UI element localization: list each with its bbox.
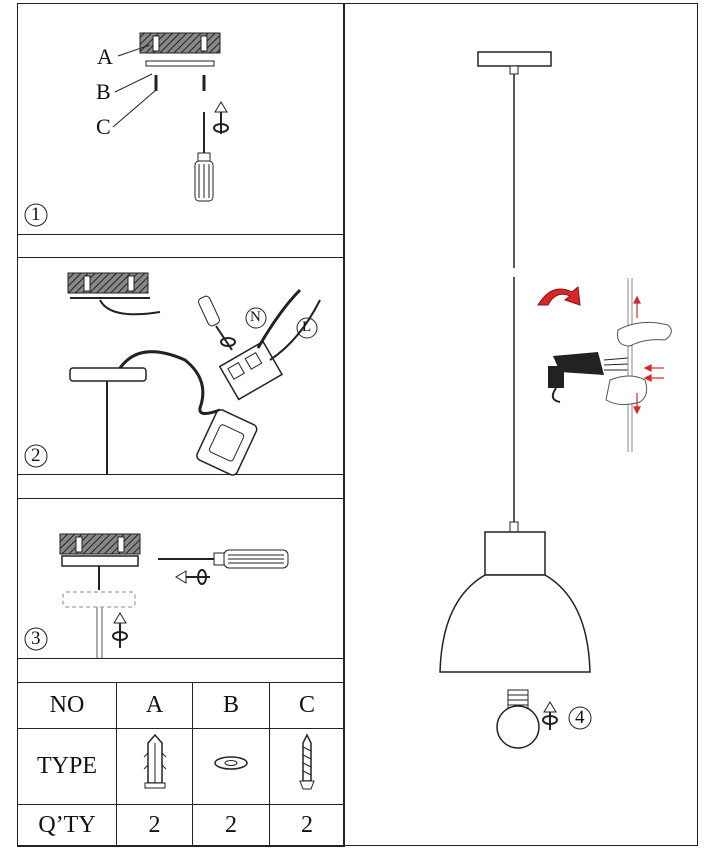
step-3-number: 3 xyxy=(31,628,41,649)
column-a: A xyxy=(116,682,193,729)
wire-l-label: L xyxy=(302,319,312,335)
screw-icon xyxy=(269,728,345,805)
step-1-panel xyxy=(17,3,345,235)
wire-n-label: N xyxy=(250,309,261,325)
column-b: B xyxy=(192,682,270,729)
step-2-panel xyxy=(17,257,345,475)
column-c: C xyxy=(269,682,345,729)
anchor-plug-icon xyxy=(116,728,193,805)
panel-divider xyxy=(343,3,345,846)
step-1-number: 1 xyxy=(31,204,41,225)
qty-label: Q’TY xyxy=(17,804,117,847)
table-row: TYPE xyxy=(17,728,345,805)
step-2-number: 2 xyxy=(31,445,41,466)
header-no: NO xyxy=(17,682,117,729)
qty-b: 2 xyxy=(192,804,270,847)
washer-icon xyxy=(192,728,270,805)
qty-c: 2 xyxy=(269,804,345,847)
parts-table: NO A B C TYPE xyxy=(17,682,345,847)
label-c: C xyxy=(96,114,111,139)
step-3-panel xyxy=(17,498,345,659)
step-4-number: 4 xyxy=(575,707,585,728)
qty-a: 2 xyxy=(116,804,193,847)
table-row: NO A B C xyxy=(17,682,345,729)
type-label: TYPE xyxy=(17,728,117,805)
label-a: A xyxy=(97,44,113,69)
table-row: Q’TY 2 2 2 xyxy=(17,804,345,847)
outer-frame xyxy=(17,3,698,846)
label-b: B xyxy=(96,79,111,104)
